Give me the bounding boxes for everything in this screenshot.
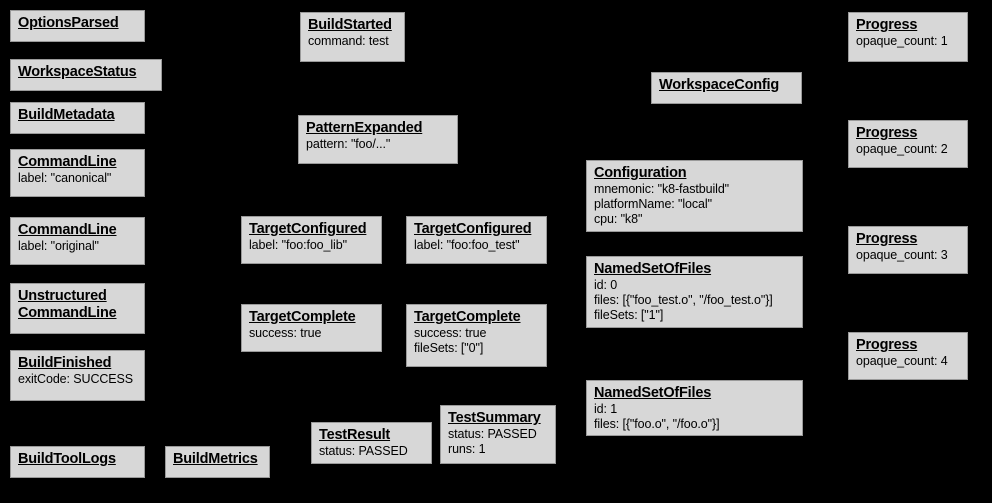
node-title: NamedSetOfFiles [594, 261, 712, 277]
node-title: CommandLine [18, 222, 117, 238]
node-title: TestResult [319, 427, 391, 443]
node-field: label: "foo:foo_lib" [249, 238, 347, 252]
node-build-metrics[interactable]: BuildMetrics [165, 446, 270, 478]
node-field: pattern: "foo/..." [306, 137, 391, 151]
node-field: opaque_count: 1 [856, 34, 948, 48]
node-title: NamedSetOfFiles [594, 385, 712, 401]
node-title: Progress [856, 17, 918, 33]
node-field: opaque_count: 2 [856, 142, 948, 156]
node-field: label: "canonical" [18, 171, 112, 185]
node-field: id: 0 [594, 278, 618, 292]
node-field: label: "original" [18, 239, 99, 253]
node-options-parsed[interactable]: OptionsParsed [10, 10, 145, 42]
node-field: platformName: "local" [594, 197, 712, 211]
node-title: BuildToolLogs [18, 451, 116, 467]
node-field: id: 1 [594, 402, 618, 416]
node-build-metadata[interactable]: BuildMetadata [10, 102, 145, 134]
node-workspace-status[interactable]: WorkspaceStatus [10, 59, 162, 91]
node-title: PatternExpanded [306, 120, 423, 136]
node-field: success: true [414, 326, 487, 340]
node-title: BuildMetadata [18, 107, 115, 123]
node-title: Configuration [594, 165, 687, 181]
node-title: BuildMetrics [173, 451, 258, 467]
node-title: TestSummary [448, 410, 541, 426]
node-field: opaque_count: 3 [856, 248, 948, 262]
node-field: status: PASSED [448, 427, 537, 441]
node-workspace-config[interactable]: WorkspaceConfig [651, 72, 802, 104]
node-title: Progress [856, 231, 918, 247]
node-field: runs: 1 [448, 442, 486, 456]
node-field: fileSets: ["0"] [414, 341, 484, 355]
node-field: fileSets: ["1"] [594, 308, 664, 322]
node-build-tool-logs[interactable]: BuildToolLogs [10, 446, 145, 478]
node-title: WorkspaceStatus [18, 64, 137, 80]
node-title: OptionsParsed [18, 15, 119, 31]
node-field: files: [{"foo.o", "/foo.o"}] [594, 417, 720, 431]
node-title: TargetConfigured [249, 221, 367, 237]
node-field: command: test [308, 34, 389, 48]
node-field: files: [{"foo_test.o", "/foo_test.o"}] [594, 293, 773, 307]
node-title: Progress [856, 337, 918, 353]
node-title: BuildFinished [18, 355, 112, 371]
node-field: cpu: "k8" [594, 212, 643, 226]
node-title: Unstructured CommandLine [18, 288, 117, 321]
node-title: TargetComplete [414, 309, 521, 325]
node-field: status: PASSED [319, 444, 408, 458]
node-field: opaque_count: 4 [856, 354, 948, 368]
node-title: Progress [856, 125, 918, 141]
node-title: TargetConfigured [414, 221, 532, 237]
node-title: CommandLine [18, 154, 117, 170]
node-field: exitCode: SUCCESS [18, 372, 134, 386]
node-title: WorkspaceConfig [659, 77, 780, 93]
node-unstructured-command-line[interactable]: Unstructured CommandLine [10, 283, 145, 334]
node-field: label: "foo:foo_test" [414, 238, 520, 252]
node-title: TargetComplete [249, 309, 356, 325]
node-field: success: true [249, 326, 322, 340]
node-field: mnemonic: "k8-fastbuild" [594, 182, 730, 196]
node-title: BuildStarted [308, 17, 392, 33]
